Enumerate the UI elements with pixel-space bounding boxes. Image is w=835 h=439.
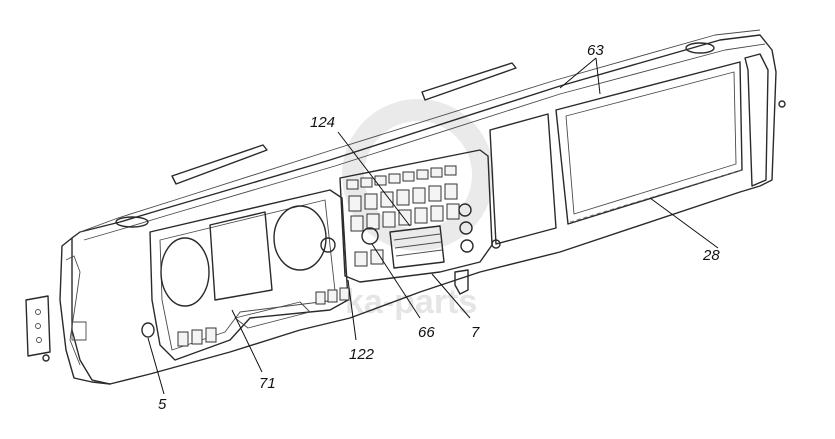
- speaker-right-icon: [685, 42, 715, 54]
- callout-122: 122: [349, 346, 375, 363]
- dashboard-top-edge: [79, 29, 761, 233]
- lower-bezel-strip: [234, 301, 311, 329]
- leader-28: [649, 197, 719, 249]
- center-console: [339, 149, 493, 283]
- callout-66: 66: [418, 324, 435, 341]
- gauge-right-icon: [273, 205, 327, 271]
- instrument-cluster-inner: [159, 199, 337, 351]
- leader-122: [347, 279, 357, 341]
- switch-row-right-1: [315, 291, 326, 305]
- right-end-bolt-icon: [778, 100, 786, 108]
- console-switch-grid: [346, 165, 460, 267]
- switch-row-left-2: [191, 329, 203, 345]
- leader-lines: [147, 57, 719, 395]
- callout-7: 7: [471, 324, 480, 341]
- side-bracket: [25, 295, 51, 362]
- console-knob-1-icon: [458, 203, 472, 217]
- leader-66: [371, 243, 421, 319]
- switch-row-left-1: [177, 331, 189, 347]
- switch-row-right-2: [327, 289, 338, 303]
- callout-labels: 63 124 28 66 7 122 71 5: [158, 42, 720, 413]
- callout-5: 5: [158, 396, 167, 413]
- center-display: [209, 211, 273, 301]
- callout-124: 124: [310, 114, 335, 131]
- right-panel-large-inner: [565, 71, 737, 215]
- speaker-left-icon: [115, 216, 149, 228]
- callout-71: 71: [259, 375, 276, 392]
- console-knob-3-icon: [460, 239, 474, 253]
- right-panel-dashed-edge: [569, 169, 743, 223]
- right-panel-inner: [489, 113, 557, 245]
- cluster-knob-icon: [320, 237, 336, 253]
- leader-124: [337, 131, 411, 227]
- leader-71: [231, 309, 263, 373]
- watermark-text: ka-parts: [345, 283, 477, 321]
- leader-7: [431, 273, 471, 319]
- right-end-cap: [744, 53, 769, 187]
- console-knob-2-icon: [459, 221, 473, 235]
- switch-row-right-3: [339, 287, 350, 301]
- left-end-detail: [65, 255, 81, 366]
- callout-28: 28: [702, 247, 720, 264]
- control-unit-slots: [393, 233, 443, 257]
- console-rotary-knob-icon: [361, 227, 379, 245]
- trim-strips: [171, 62, 517, 185]
- right-panel-large: [555, 61, 743, 225]
- bracket-nut-icon: [42, 354, 50, 362]
- dashboard-top-inner: [83, 43, 766, 241]
- console-bracket-icon: [454, 269, 469, 295]
- console-control-unit: [389, 225, 445, 269]
- left-end-slot: [71, 321, 87, 341]
- bracket-icon: [25, 295, 51, 357]
- trim-strip-middle: [421, 62, 517, 101]
- dashboard-body: [59, 29, 786, 385]
- switch-row-left-3: [205, 327, 217, 343]
- callout-63: 63: [587, 42, 604, 59]
- left-end-cap: [59, 237, 111, 385]
- gauge-left-icon: [160, 237, 210, 307]
- leader-5: [147, 337, 165, 395]
- left-small-knob-icon: [141, 322, 155, 338]
- trim-strip-left: [171, 144, 268, 185]
- instrument-cluster-bezel: [149, 189, 349, 361]
- leader-63: [559, 57, 601, 95]
